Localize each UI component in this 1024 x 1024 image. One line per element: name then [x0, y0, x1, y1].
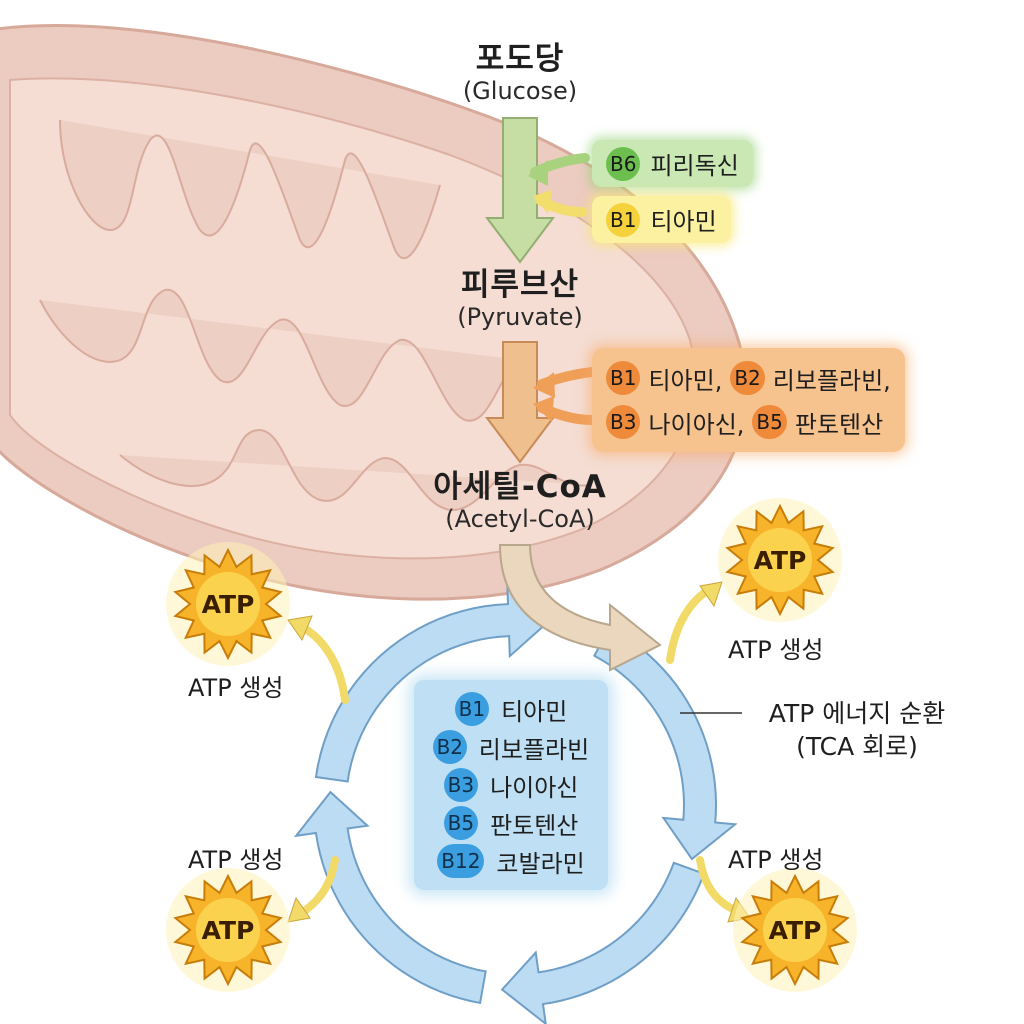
vitamin-name: 리보플라빈 — [478, 735, 590, 764]
atp-core — [763, 898, 827, 962]
atp-arrows — [287, 581, 751, 923]
atp-generation-label-bottom-right: ATP 생성 — [728, 846, 824, 874]
b1b2-arrow-head — [533, 372, 555, 398]
badge-b5: B5 — [443, 806, 479, 840]
acetyl-coa-korean: 아세틸-CoA — [433, 469, 607, 505]
pyruvate-dehydrogenase-vitamins: B1 티아민, B2 리보플라빈, B3 나이아신, B5 판토텐산 — [592, 348, 905, 452]
badge-b12: B12 — [437, 844, 485, 878]
cycle-arrow-lower-right — [500, 861, 706, 1024]
tca-cycle-vitamins: B1 티아민 B2 리보플라빈 B3 나이아신 B5 판토텐산 B12 코발라민 — [414, 680, 608, 890]
arrow-glucose-to-pyruvate — [485, 117, 555, 264]
vitamin-tag-b6: B6 피리독신 — [592, 140, 753, 187]
vitamin-row-1: B1 티아민, B2 리보플라빈, — [606, 356, 891, 400]
tca-cycle-subtitle: (TCA 회로) — [796, 731, 918, 761]
badge-b3: B3 — [606, 405, 641, 439]
atp-burst-bottom-right: ATP — [733, 868, 857, 992]
vitamin-name: 판토텐산 — [490, 811, 579, 840]
vitamin-name-thiamine: 티아민 — [650, 208, 717, 236]
vitamin-name: 나이아신, — [648, 410, 745, 439]
vitamin-name: 나이아신 — [490, 773, 579, 802]
atp-core — [748, 528, 812, 592]
cycle-vitamin-b3: B3 나이아신 — [436, 766, 586, 804]
b3b5-arrow-head — [533, 396, 554, 422]
vitamin-name: 티아민 — [501, 697, 568, 726]
atp-arrow-bottom-left-head — [287, 896, 311, 923]
vitamin-arrows — [528, 153, 597, 425]
pyruvate-label: 피루브산 (Pyruvate) — [410, 267, 630, 331]
b1-arrow-head — [533, 190, 552, 214]
atp-burst-top-left: ATP — [166, 542, 290, 666]
pyruvate-english: (Pyruvate) — [457, 302, 583, 331]
badge-b2: B2 — [730, 361, 765, 395]
vitamin-name: 티아민, — [648, 366, 723, 395]
glucose-label: 포도당 (Glucose) — [420, 41, 620, 105]
tca-cycle-title: ATP 에너지 순환 — [768, 699, 946, 728]
badge-b6: B6 — [606, 146, 641, 181]
pyruvate-korean: 피루브산 — [460, 267, 580, 303]
badge-b5: B5 — [752, 405, 787, 439]
atp-arrow-top-right-head — [699, 581, 723, 608]
b6-arrow-head — [528, 160, 548, 186]
arrow-pyruvate-to-acetyl-coa — [485, 341, 555, 464]
vitamin-name: 리보플라빈, — [772, 366, 891, 395]
cycle-vitamin-b1: B1 티아민 — [436, 690, 586, 728]
glucose-english: (Glucose) — [462, 76, 578, 105]
vitamin-name-pyridoxine: 피리독신 — [650, 152, 739, 180]
atp-generation-label-bottom-left: ATP 생성 — [188, 846, 284, 874]
atp-burst-text: ATP — [202, 590, 255, 619]
atp-burst-text: ATP — [202, 916, 255, 945]
cycle-arrow-bottom — [293, 790, 487, 1005]
badge-b1: B1 — [606, 361, 641, 395]
cycle-arrow-upper-right — [592, 626, 738, 861]
badge-b3: B3 — [443, 768, 479, 802]
vitamin-name: 코발라민 — [496, 849, 585, 878]
cycle-vitamin-b2: B2 리보플라빈 — [432, 728, 590, 766]
cycle-vitamin-b12: B12 코발라민 — [436, 842, 586, 880]
atp-arrow-top-left-head — [287, 615, 313, 642]
badge-b1: B1 — [606, 202, 641, 237]
atp-generation-label-top-right: ATP 생성 — [728, 636, 824, 664]
atp-burst-text: ATP — [754, 546, 807, 575]
atp-burst-bottom-left: ATP — [166, 868, 290, 992]
mitochondrion-cristae — [39, 119, 591, 512]
atp-core — [196, 898, 260, 962]
acetyl-coa-english: (Acetyl-CoA) — [445, 504, 595, 533]
atp-core — [196, 572, 260, 636]
glucose-korean: 포도당 — [475, 41, 565, 77]
tca-cycle-label: ATP 에너지 순환 (TCA 회로) — [742, 698, 972, 763]
atp-burst-text: ATP — [769, 916, 822, 945]
badge-b2: B2 — [432, 730, 467, 764]
acetyl-coa-label: 아세틸-CoA (Acetyl-CoA) — [400, 469, 640, 533]
atp-arrow-bottom-left — [294, 856, 339, 919]
atp-arrow-top-right — [666, 584, 716, 664]
cycle-vitamin-b5: B5 판토텐산 — [436, 804, 586, 842]
cycle-arrow-left — [314, 581, 549, 783]
vitamin-row-2: B3 나이아신, B5 판토텐산 — [606, 400, 891, 444]
atp-generation-label-top-left: ATP 생성 — [188, 674, 284, 702]
atp-burst-top-right: ATP — [718, 498, 842, 622]
vitamin-tag-b1: B1 티아민 — [592, 196, 731, 243]
vitamin-name: 판토텐산 — [794, 410, 884, 439]
cycle-entry-arrow — [498, 544, 662, 672]
atp-arrow-top-left — [294, 621, 349, 704]
badge-b1: B1 — [454, 692, 490, 726]
